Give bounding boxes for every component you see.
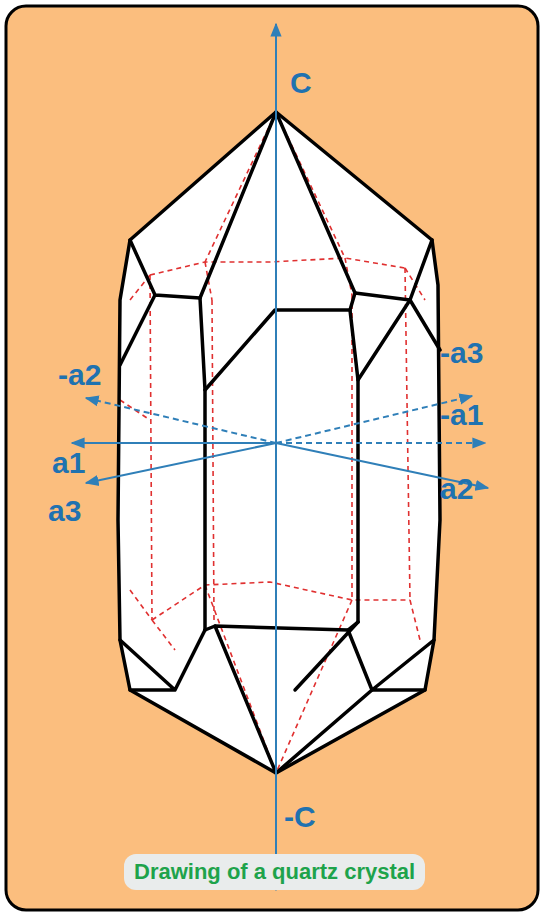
crystal-axes xyxy=(72,24,488,890)
axis-label: a1 xyxy=(52,448,85,478)
axis-label: C xyxy=(290,68,312,98)
axis-label: -a2 xyxy=(58,360,101,390)
axis-label: a2 xyxy=(440,474,473,504)
axis-label: -C xyxy=(284,802,316,832)
axis-label: -a3 xyxy=(440,338,483,368)
axis-label: a3 xyxy=(48,496,81,526)
caption-pill: Drawing of a quartz crystal xyxy=(124,854,425,890)
axis-label: -a1 xyxy=(440,400,483,430)
panel-frame xyxy=(6,6,538,910)
